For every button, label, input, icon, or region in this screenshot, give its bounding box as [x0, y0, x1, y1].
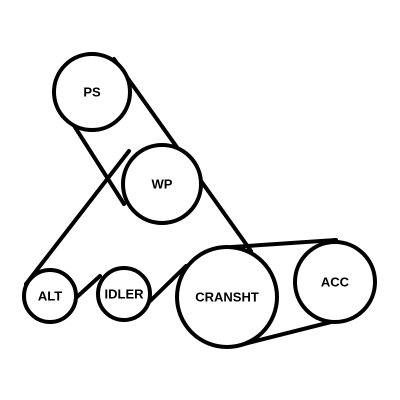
belt-cransht-to-acc-bottom: [238, 319, 337, 347]
pulley-wp-circle: [121, 143, 203, 225]
pulley-idler: IDLER: [96, 266, 152, 322]
pulley-cransht: CRANSHT: [175, 245, 279, 349]
pulley-alt-label: ALT: [38, 289, 62, 304]
pulley-idler-circle: [96, 266, 152, 322]
pulley-alt: ALT: [22, 268, 78, 324]
pulley-ps: PS: [52, 52, 132, 132]
pulley-alt-circle: [22, 268, 78, 324]
pulley-cransht-circle: [175, 245, 279, 349]
pulley-wp-label: WP: [152, 177, 173, 192]
pulley-acc-circle: [293, 240, 377, 324]
pulley-ps-label: PS: [83, 85, 101, 100]
belt-wp-to-alt: [24, 149, 131, 286]
pulley-acc: ACC: [293, 240, 377, 324]
pulley-cransht-label: CRANSHT: [195, 290, 259, 305]
belt-cransht-to-acc-top: [230, 238, 338, 249]
pulley-ps-circle: [52, 52, 132, 132]
belt-idler-to-cransht: [143, 264, 188, 308]
pulley-idler-label: IDLER: [105, 287, 145, 302]
pulley-acc-label: ACC: [321, 275, 350, 290]
pulley-wp: WP: [121, 143, 203, 225]
